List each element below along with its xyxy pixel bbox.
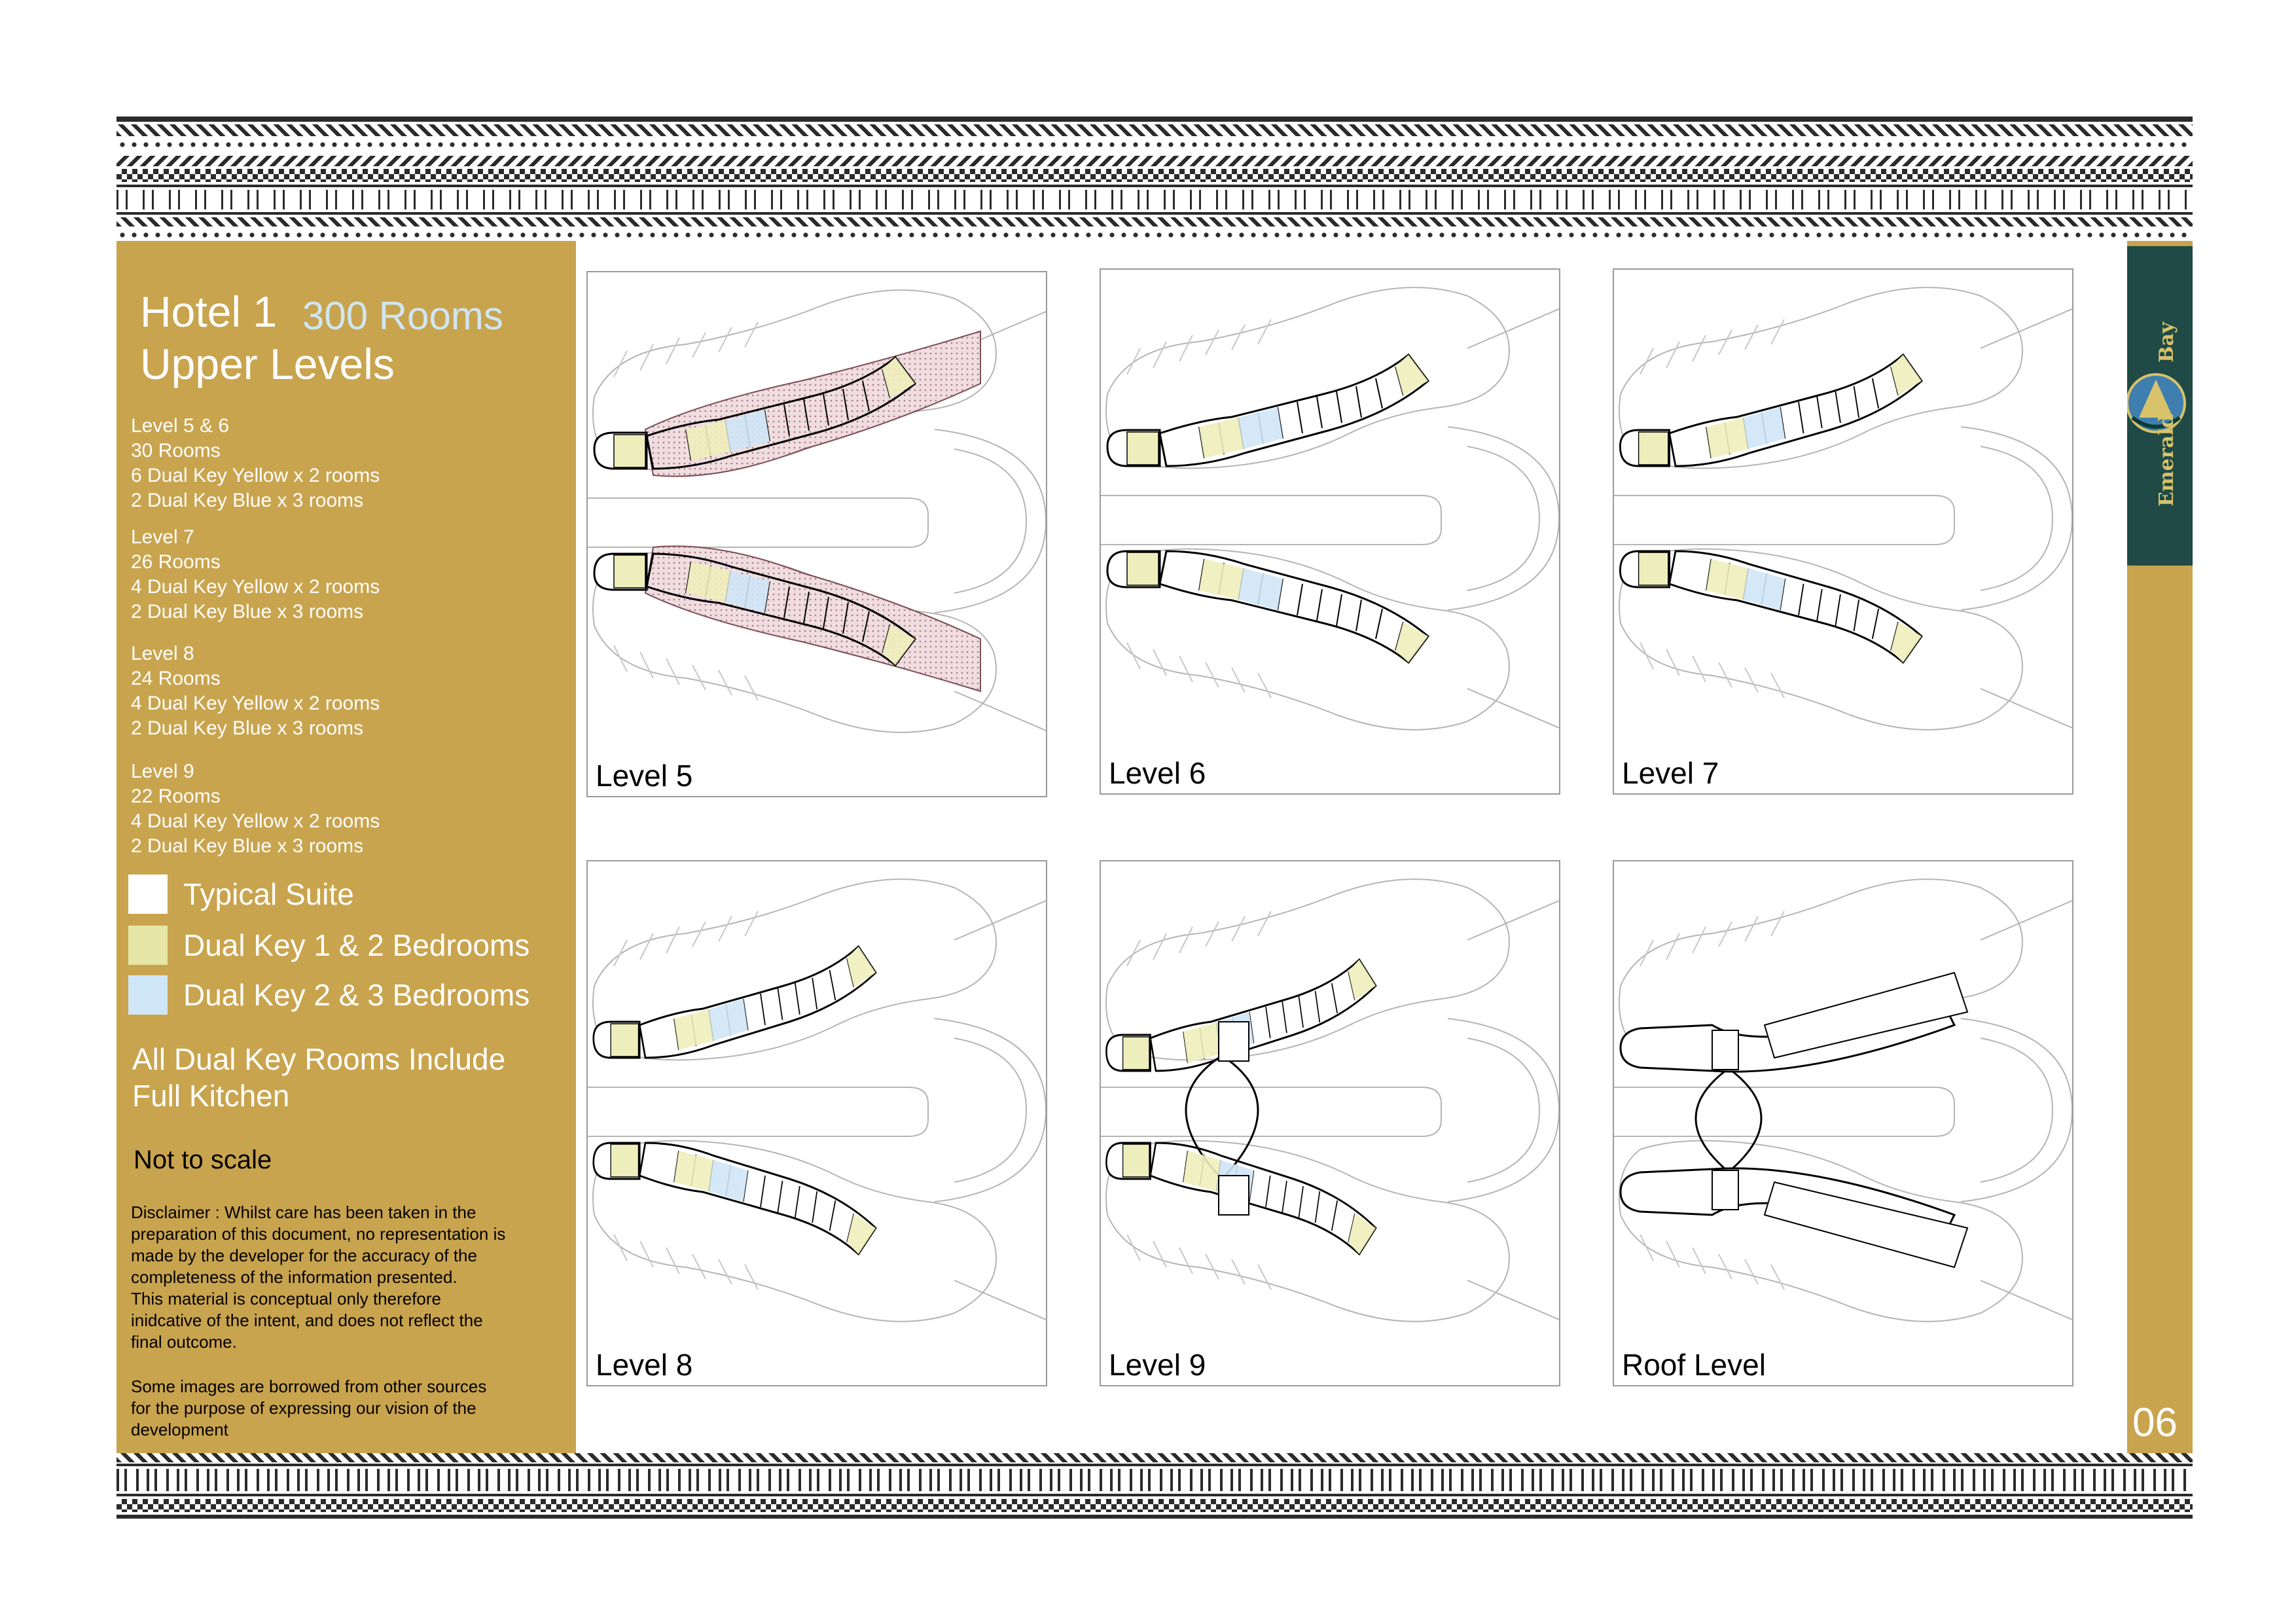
page-number: 06 bbox=[2132, 1400, 2178, 1445]
source-note-line: for the purpose of expressing our vision… bbox=[131, 1398, 476, 1418]
disclaimer-line: completeness of the information presente… bbox=[131, 1267, 457, 1287]
plan-card-level-5: Level 5 bbox=[586, 271, 1047, 797]
disclaimer-line: preparation of this document, no represe… bbox=[131, 1224, 506, 1244]
level-yellow: 6 Dual Key Yellow x 2 rooms bbox=[131, 465, 380, 486]
floor-plan-roof-level bbox=[1614, 878, 2072, 1322]
legend-label: Dual Key 2 & 3 Bedrooms bbox=[183, 978, 530, 1012]
level-blue: 2 Dual Key Blue x 3 rooms bbox=[131, 601, 364, 623]
disclaimer: Disclaimer : Whilst care has been taken … bbox=[131, 1202, 563, 1353]
floor-plan-level-5 bbox=[588, 289, 1046, 733]
floor-plan-level-9 bbox=[1101, 878, 1559, 1322]
info-sidebar: Hotel 1 300 Rooms Upper Levels Level 5 &… bbox=[117, 241, 576, 1453]
scale-note: Not to scale bbox=[134, 1146, 272, 1174]
logo-emblem-icon: Emerald Bay bbox=[2126, 321, 2186, 507]
level-summary: Level 9 22 Rooms 4 Dual Key Yellow x 2 r… bbox=[131, 759, 380, 859]
disclaimer-line: final outcome. bbox=[131, 1332, 237, 1352]
level-summary: Level 7 26 Rooms 4 Dual Key Yellow x 2 r… bbox=[131, 525, 380, 624]
plan-label: Level 7 bbox=[1622, 756, 1719, 790]
kitchen-note: All Dual Key Rooms Include Full Kitchen bbox=[132, 1041, 577, 1114]
disclaimer-line: Disclaimer : Whilst care has been taken … bbox=[131, 1202, 476, 1222]
kitchen-note-line: Full Kitchen bbox=[132, 1079, 290, 1113]
level-yellow: 4 Dual Key Yellow x 2 rooms bbox=[131, 693, 380, 714]
legend-label: Dual Key 1 & 2 Bedrooms bbox=[183, 928, 530, 962]
level-rooms: 22 Rooms bbox=[131, 785, 221, 807]
level-summary: Level 5 & 6 30 Rooms 6 Dual Key Yellow x… bbox=[131, 414, 380, 513]
logo-text-right: Bay bbox=[2155, 321, 2178, 363]
disclaimer-line: made by the developer for the accuracy o… bbox=[131, 1246, 477, 1265]
bottom-decorative-border bbox=[117, 1453, 2193, 1519]
source-note-line: development bbox=[131, 1420, 228, 1439]
top-decorative-border bbox=[117, 117, 2193, 241]
plan-card-roof-level: Roof Level bbox=[1613, 860, 2073, 1386]
source-note-line: Some images are borrowed from other sour… bbox=[131, 1377, 487, 1396]
room-count-title: 300 Rooms bbox=[302, 294, 503, 338]
legend-item: Dual Key 2 & 3 Bedrooms bbox=[128, 975, 529, 1015]
level-rooms: 26 Rooms bbox=[131, 551, 221, 573]
plan-card-level-8: Level 8 bbox=[586, 860, 1047, 1386]
logo-text-left: Emerald bbox=[2155, 414, 2178, 507]
legend-swatch-yellow bbox=[128, 926, 168, 965]
right-strip: Emerald Bay 06 bbox=[2126, 241, 2193, 1453]
plan-label: Level 6 bbox=[1109, 756, 1206, 790]
level-yellow: 4 Dual Key Yellow x 2 rooms bbox=[131, 810, 380, 832]
level-summary: Level 8 24 Rooms 4 Dual Key Yellow x 2 r… bbox=[131, 641, 380, 741]
plan-label: Level 5 bbox=[596, 759, 693, 793]
level-rooms: 24 Rooms bbox=[131, 668, 221, 689]
level-blue: 2 Dual Key Blue x 3 rooms bbox=[131, 717, 364, 739]
disclaimer-line: inidcative of the intent, and does not r… bbox=[131, 1310, 483, 1330]
level-name: Level 8 bbox=[131, 643, 194, 664]
plan-card-level-6: Level 6 bbox=[1100, 268, 1560, 795]
floor-plan-level-6 bbox=[1101, 287, 1559, 731]
level-blue: 2 Dual Key Blue x 3 rooms bbox=[131, 835, 364, 857]
legend-swatch-white bbox=[128, 875, 168, 914]
disclaimer-line: This material is conceptual only therefo… bbox=[131, 1289, 442, 1308]
plan-label: Roof Level bbox=[1622, 1348, 1766, 1382]
floor-plan-level-7 bbox=[1614, 287, 2072, 731]
level-rooms: 30 Rooms bbox=[131, 440, 221, 461]
level-blue: 2 Dual Key Blue x 3 rooms bbox=[131, 490, 364, 511]
level-yellow: 4 Dual Key Yellow x 2 rooms bbox=[131, 576, 380, 598]
plan-label: Level 8 bbox=[596, 1348, 693, 1382]
legend-label: Typical Suite bbox=[183, 877, 354, 911]
level-name: Level 5 & 6 bbox=[131, 415, 230, 437]
legend-item: Dual Key 1 & 2 Bedrooms bbox=[128, 926, 529, 965]
legend-swatch-blue bbox=[128, 975, 168, 1015]
plan-label: Level 9 bbox=[1109, 1348, 1206, 1382]
plan-card-level-9: Level 9 bbox=[1100, 860, 1560, 1386]
floor-plan-level-8 bbox=[588, 878, 1046, 1322]
image-source-note: Some images are borrowed from other sour… bbox=[131, 1376, 563, 1441]
level-name: Level 7 bbox=[131, 526, 194, 548]
page-subtitle: Upper Levels bbox=[140, 340, 395, 388]
level-name: Level 9 bbox=[131, 761, 194, 782]
plan-card-level-7: Level 7 bbox=[1613, 268, 2073, 795]
legend-item: Typical Suite bbox=[128, 875, 354, 914]
kitchen-note-line: All Dual Key Rooms Include bbox=[132, 1042, 506, 1076]
emerald-bay-logo: Emerald Bay bbox=[2126, 246, 2193, 566]
page-title: Hotel 1 bbox=[140, 287, 278, 336]
